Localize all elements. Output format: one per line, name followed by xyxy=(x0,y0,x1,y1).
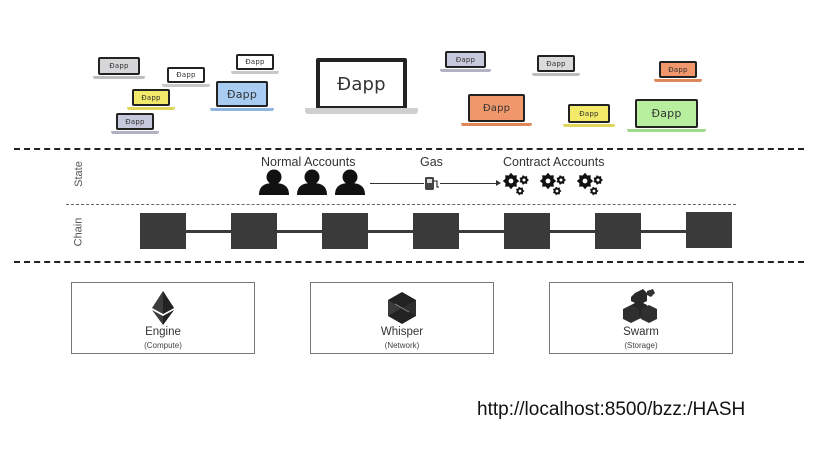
dapp-logo-text: Ðapp xyxy=(176,71,196,79)
chain-block xyxy=(140,213,186,249)
dapp-laptop-lavender-small-2: Ðapp xyxy=(440,51,491,72)
state-chain-divider xyxy=(66,204,736,205)
laptop-screen: Ðapp xyxy=(568,104,610,123)
laptop-base xyxy=(162,84,210,87)
laptop-screen: Ðapp xyxy=(316,58,407,110)
laptop-screen: Ðapp xyxy=(537,55,575,72)
dapp-logo-text: Ðapp xyxy=(337,73,386,95)
whisper-subtitle: (Network) xyxy=(384,341,420,350)
dapp-logo-text: Ðapp xyxy=(482,102,511,114)
laptop-screen: Ðapp xyxy=(468,94,525,122)
dapp-laptop-main-large: Ðapp xyxy=(305,58,418,114)
gears-icon xyxy=(576,172,603,196)
dapp-logo-text: Ðapp xyxy=(579,109,599,118)
bottom-layer-divider xyxy=(14,261,804,263)
chain-link xyxy=(459,230,504,233)
laptop-screen: Ðapp xyxy=(216,81,268,107)
laptop-screen: Ðapp xyxy=(167,67,205,83)
chain-link xyxy=(368,230,413,233)
laptop-base xyxy=(93,76,145,79)
dapp-logo-text: Ðapp xyxy=(141,93,161,102)
dapp-laptop-orange-small: Ðapp xyxy=(654,61,702,82)
gears-icon xyxy=(502,172,529,196)
swarm-url-text: http://localhost:8500/bzz:/HASH xyxy=(477,399,746,420)
gas-to-contracts-line xyxy=(440,183,496,184)
chain-block xyxy=(322,213,368,249)
whisper-icon xyxy=(388,292,416,324)
laptop-screen: Ðapp xyxy=(98,57,140,75)
swarm-icon xyxy=(623,289,657,323)
whisper-component-box: Whisper (Network) xyxy=(310,282,494,354)
chain-link xyxy=(550,230,595,233)
whisper-name: Whisper xyxy=(380,326,424,338)
dapp-laptop-yellow-small-1: Ðapp xyxy=(127,89,175,110)
dapp-logo-text: Ðapp xyxy=(125,117,145,126)
laptop-screen: Ðapp xyxy=(236,54,274,70)
laptop-base xyxy=(532,73,580,76)
laptop-screen: Ðapp xyxy=(132,89,170,106)
dapp-logo-text: Ðapp xyxy=(245,58,265,66)
contract-accounts-heading: Contract Accounts xyxy=(503,155,605,169)
dapp-logo-text: Ðapp xyxy=(109,62,129,70)
laptop-base xyxy=(127,107,175,110)
dapp-laptop-gray-small-2: Ðapp xyxy=(532,55,580,76)
normal-accounts-heading: Normal Accounts xyxy=(261,155,356,169)
laptop-screen: Ðapp xyxy=(659,61,697,78)
swarm-component-box: Swarm (Storage) xyxy=(549,282,733,354)
accounts-to-gas-line xyxy=(370,183,424,184)
laptop-base xyxy=(305,108,418,114)
engine-subtitle: (Compute) xyxy=(144,341,182,350)
laptop-base xyxy=(210,108,274,111)
dapp-logo-text: Ðapp xyxy=(651,107,682,120)
dapp-laptop-green-medium: Ðapp xyxy=(627,99,706,132)
engine-component-box: Engine (Compute) xyxy=(71,282,255,354)
laptop-base xyxy=(563,124,615,127)
chain-link xyxy=(277,230,322,233)
swarm-subtitle: (Storage) xyxy=(624,341,658,350)
gas-pump-icon xyxy=(425,177,439,190)
dapp-logo-text: Ðapp xyxy=(226,87,258,101)
laptop-base xyxy=(627,129,706,132)
chain-block xyxy=(595,213,641,249)
user-icon xyxy=(335,169,365,195)
laptop-screen: Ðapp xyxy=(445,51,486,68)
dapp-laptop-gray-small-1: Ðapp xyxy=(93,57,145,79)
chain-block xyxy=(686,212,732,248)
gears-icon xyxy=(539,172,566,196)
laptop-base xyxy=(461,123,532,126)
dapp-logo-text: Ðapp xyxy=(455,55,476,64)
chain-layer-label: Chain xyxy=(72,217,85,247)
engine-name: Engine xyxy=(145,326,181,338)
ethereum-icon xyxy=(152,291,174,325)
laptop-base xyxy=(440,69,491,72)
dapp-laptop-white-small-2: Ðapp xyxy=(231,54,279,74)
chain-block xyxy=(231,213,277,249)
laptop-screen: Ðapp xyxy=(635,99,698,128)
state-layer-label: State xyxy=(72,161,85,187)
dapp-laptop-lavender-small-1: Ðapp xyxy=(111,113,159,134)
chain-link xyxy=(641,230,686,233)
dapp-laptop-yellow-small-2: Ðapp xyxy=(563,104,615,127)
user-icon xyxy=(259,169,289,195)
swarm-name: Swarm xyxy=(623,326,659,338)
dapp-laptop-white-small-1: Ðapp xyxy=(162,67,210,87)
top-layer-divider xyxy=(14,148,804,150)
dapp-logo-text: Ðapp xyxy=(546,59,566,68)
gas-heading: Gas xyxy=(420,155,443,169)
chain-link xyxy=(186,230,231,233)
chain-block xyxy=(504,213,550,249)
chain-block xyxy=(413,213,459,249)
laptop-base xyxy=(231,71,279,74)
arrow-head-icon xyxy=(496,180,501,186)
laptop-base xyxy=(654,79,702,82)
dapp-logo-text: Ðapp xyxy=(668,65,688,74)
user-icon xyxy=(297,169,327,195)
dapp-laptop-blue-medium: Ðapp xyxy=(210,81,274,111)
dapp-laptop-orange-medium: Ðapp xyxy=(461,94,532,126)
laptop-screen: Ðapp xyxy=(116,113,154,130)
laptop-base xyxy=(111,131,159,134)
